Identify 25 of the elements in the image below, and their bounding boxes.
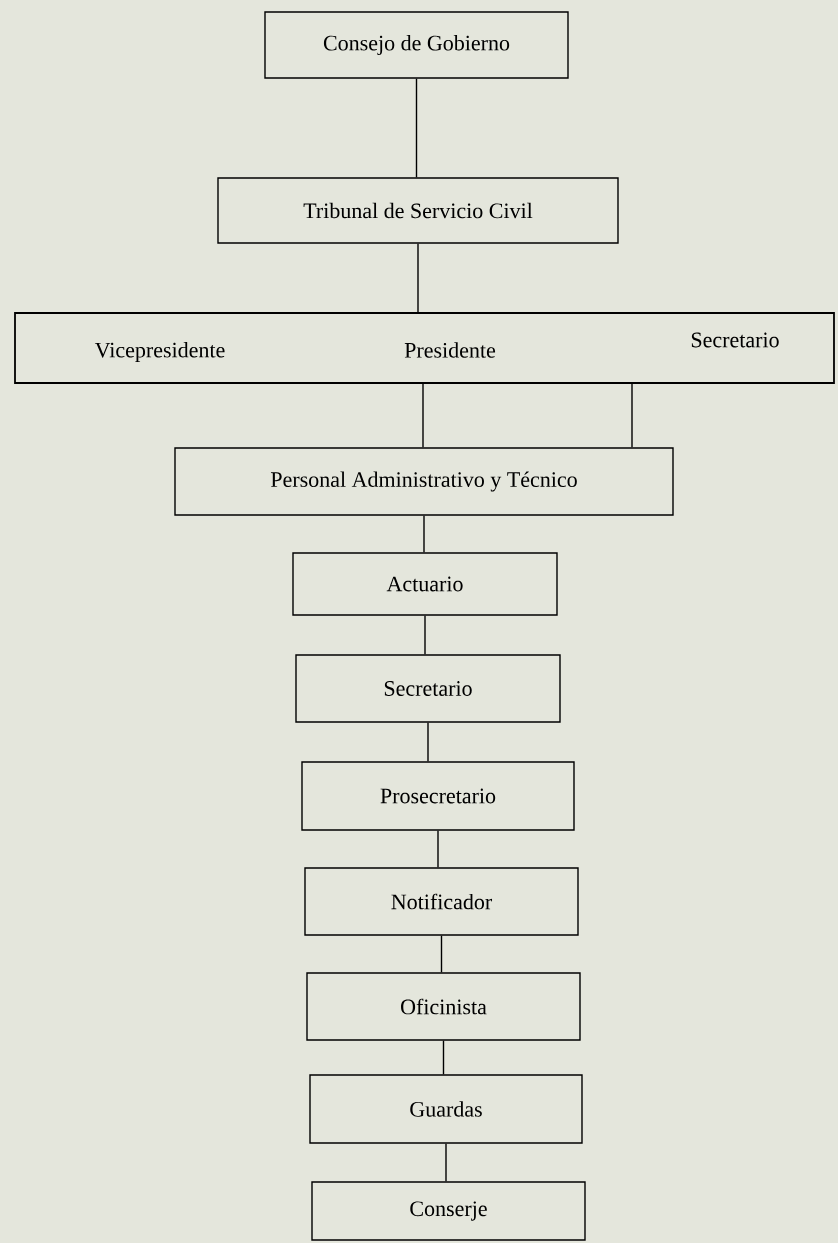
- band: [14, 312, 835, 384]
- connector-line: [424, 615, 426, 655]
- connector-line: [445, 1143, 447, 1182]
- position-box: Guardas: [309, 1074, 583, 1144]
- connector-line: [417, 243, 419, 313]
- connector-line: [442, 1040, 445, 1075]
- position-box: Consejo de Gobierno: [264, 11, 569, 79]
- position-box: Prosecretario: [301, 761, 575, 831]
- connector-line: [427, 722, 429, 762]
- connector-line: [631, 383, 633, 448]
- position-box: Conserje: [311, 1181, 586, 1241]
- position-box: Notificador: [304, 867, 579, 936]
- connector-line: [423, 515, 425, 553]
- position-box: Secretario: [295, 654, 561, 723]
- position-box: Tribunal de Servicio Civil: [217, 177, 619, 244]
- position-box: Actuario: [292, 552, 558, 616]
- position-label: Presidente: [404, 342, 496, 358]
- connector-line: [437, 830, 439, 868]
- position-label: Secretario: [691, 332, 779, 348]
- connector-line: [440, 935, 443, 973]
- position-box: Personal Administrativo y Técnico: [174, 447, 674, 516]
- connector-line: [422, 383, 424, 448]
- connector-line: [415, 78, 418, 178]
- position-box: Oficinista: [306, 972, 581, 1041]
- position-label: Vicepresidente: [94, 342, 225, 362]
